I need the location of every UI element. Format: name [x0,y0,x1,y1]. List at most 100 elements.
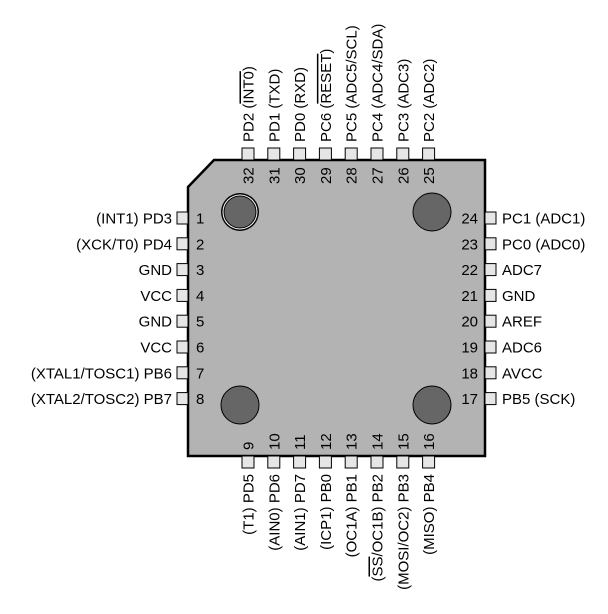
pin-pad-24 [484,211,497,225]
pin-pad-1 [176,211,189,225]
pin-pad-30 [293,147,307,161]
pin-number-15: 15 [395,433,412,450]
pin-pad-25 [422,147,436,161]
pin-label-13: (OC1A) PB1 [344,474,361,557]
pin-label-28: PC5 (ADC5/SCL) [344,25,361,142]
pin-pad-5 [176,314,189,328]
pin-label-25: PC2 (ADC2) [421,59,438,142]
pin-number-30: 30 [292,167,309,184]
pin-number-18: 18 [461,365,478,382]
pin-pad-23 [484,237,497,251]
active-low-overline: RESET [318,54,335,104]
pin-pad-11 [293,455,307,469]
corner-marker-top-right [412,192,452,232]
pin-label-29: PC6 (RESET) [318,49,335,142]
pin-number-11: 11 [292,434,309,450]
pin-label-3: GND [139,262,173,279]
pin-pad-26 [396,147,410,161]
pin-pad-32 [241,147,255,161]
pin-pad-8 [176,392,189,406]
corner-marker-bottom-right [412,385,452,425]
pin-number-5: 5 [196,314,204,331]
pin-label-12: (ICP1) PB0 [318,474,335,550]
pin-number-29: 29 [318,167,335,184]
pin-label-27: PC4 (ADC4/SDA) [370,24,387,142]
active-low-overline: SS [370,557,387,577]
pin-number-4: 4 [196,288,204,305]
pin-pad-22 [484,263,497,277]
pin-pad-28 [344,147,358,161]
pin-pad-13 [344,455,358,469]
pin-number-23: 23 [461,236,478,253]
pin-number-1: 1 [196,211,204,228]
pin1-marker [223,195,257,229]
pin-label-18: AVCC [502,365,543,382]
pin-number-26: 26 [395,167,412,184]
pin-label-7: (XTAL1/TOSC1) PB6 [31,365,172,382]
pin-pad-17 [484,392,497,406]
pin-number-8: 8 [196,391,204,408]
pin-number-7: 7 [196,365,204,382]
pin-number-31: 31 [266,167,283,184]
pin-label-1: (INT1) PD3 [96,211,172,228]
pin-label-26: PC3 (ADC3) [395,59,412,142]
pin-number-20: 20 [461,314,478,331]
pin-label-4: VCC [140,288,172,305]
pin-label-30: PD0 (RXD) [292,67,309,142]
pin-label-14: (SS/OC1B) PB2 [370,474,387,582]
pin-pad-10 [267,455,281,469]
pin-label-8: (XTAL2/TOSC2) PB7 [31,391,172,408]
pin-number-17: 17 [461,391,478,408]
corner-marker-bottom-left [220,385,260,425]
pin-number-28: 28 [344,167,361,184]
pin-label-9: (T1) PD5 [241,474,258,535]
pin-number-12: 12 [318,433,335,450]
pin-pad-3 [176,263,189,277]
pin-label-20: AREF [502,314,542,331]
pin-number-16: 16 [421,433,438,450]
chip-body [186,158,487,458]
pin-label-16: (MISO) PB4 [421,474,438,555]
pin-pad-6 [176,340,189,354]
pin-label-23: PC0 (ADC0) [502,236,585,253]
pin-number-22: 22 [461,262,478,279]
pin-label-24: PC1 (ADC1) [502,211,585,228]
pin-number-24: 24 [461,211,478,228]
pin-label-11: (AIN1) PD7 [292,474,309,551]
pin-number-13: 13 [344,433,361,450]
pin-label-31: PD1 (TXD) [266,69,283,142]
pin-number-6: 6 [196,340,204,357]
pin-label-15: (MOSI/OC2) PB3 [395,474,412,590]
pin-number-9: 9 [241,442,258,450]
pin-pad-2 [176,237,189,251]
pin-number-3: 3 [196,262,204,279]
pin-label-21: GND [502,288,536,305]
pin-number-32: 32 [241,167,258,184]
pin-label-17: PB5 (SCK) [502,391,575,408]
pin-pad-4 [176,288,189,302]
pin-label-22: ADC7 [502,262,542,279]
pin-label-5: GND [139,314,173,331]
pin-pad-16 [422,455,436,469]
pin-label-19: ADC6 [502,340,542,357]
pin-number-14: 14 [370,433,387,450]
pin-number-2: 2 [196,236,204,253]
pin-number-27: 27 [370,167,387,184]
pin-label-6: VCC [140,340,172,357]
pin-pad-19 [484,340,497,354]
active-low-overline: INT0 [241,71,258,104]
pin-pad-31 [267,147,281,161]
pin-pad-20 [484,314,497,328]
pin-number-25: 25 [421,167,438,184]
pin-label-2: (XCK/T0) PD4 [76,236,172,253]
pin-number-21: 21 [461,288,478,305]
pin-label-10: (AIN0) PD6 [266,474,283,551]
pin-pad-21 [484,288,497,302]
pin-pad-18 [484,366,497,380]
pin-number-19: 19 [461,340,478,357]
pin-pad-9 [241,455,255,469]
pin-pad-14 [370,455,384,469]
pin-label-32: PD2 (INT0) [241,66,258,142]
